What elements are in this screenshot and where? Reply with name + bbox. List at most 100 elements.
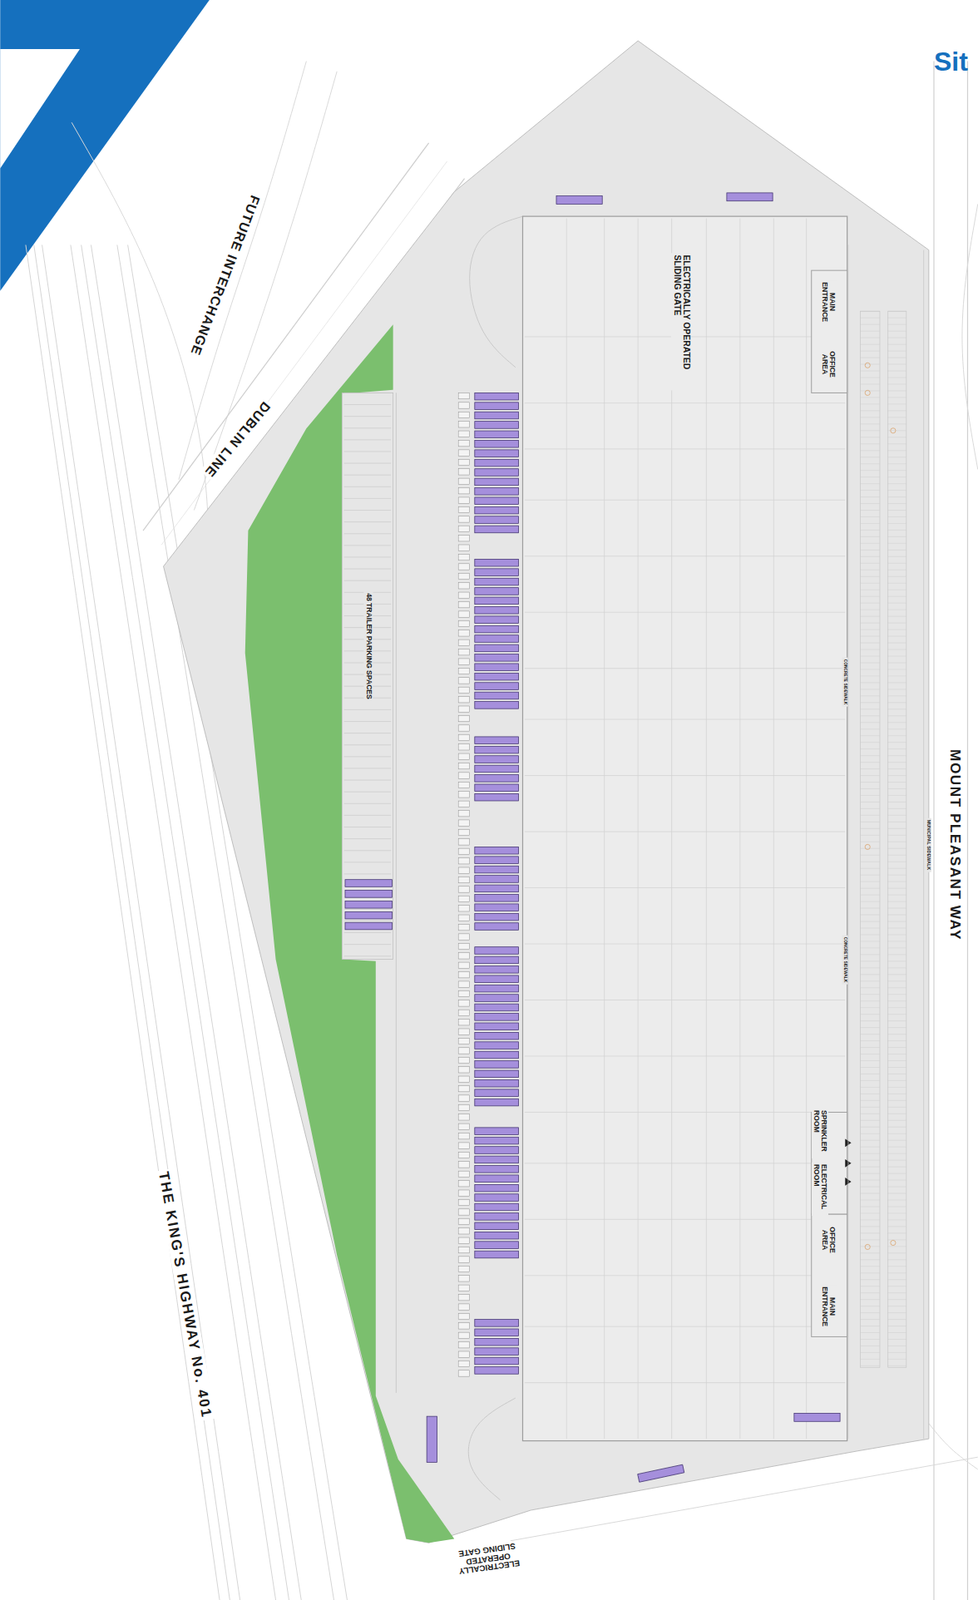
docked-trailer [474,568,519,577]
parking-stall-line [860,1160,880,1161]
dock-position [458,1304,470,1310]
column-line [739,218,741,1440]
parking-stall-line [860,681,880,683]
parking-stall-line [888,940,907,942]
lot-label: 48 TRAILER PARKING SPACES [364,591,374,702]
parking-stall-line [888,576,907,578]
parking-stall-line [888,390,907,391]
docked-trailer [474,875,519,884]
docked-trailer [474,923,519,931]
dock-position [458,1076,470,1082]
docked-trailer [474,846,519,855]
parking-stall-line [860,449,880,451]
parking-stall-line [860,695,880,697]
page-title: Sit [933,46,969,78]
parking-stall-line [888,1133,907,1135]
parking-stall-line [888,1193,907,1195]
parking-stall-line [860,1332,880,1334]
dock-position [458,867,470,874]
parking-stall-line [860,496,880,498]
dock-position [458,459,470,465]
parking-stall-line [860,927,880,929]
parking-stall-line [888,1332,907,1334]
parking-stall-line [860,529,880,531]
trailer-stall-line [344,920,391,922]
dock-position [458,1000,470,1007]
parking-stall-line [888,1305,907,1307]
parking-stall-line [860,761,880,763]
dock-position [458,953,470,959]
parking-stall-line [860,476,880,478]
column-line [524,1326,845,1328]
dock-position [458,516,470,523]
parking-stall-line [888,881,907,883]
trailer-stall-line [344,498,391,499]
parking-stall-line [888,701,907,703]
entrance-label: MAIN ENTRANCE [819,1285,837,1329]
moving-truck [726,192,773,202]
docked-trailer [474,984,519,993]
parking-stall-line [888,609,907,611]
parking-stall-line [860,1066,880,1068]
parking-stall-line [860,888,880,890]
docked-trailer [474,597,519,605]
trailer-stall-line [344,943,391,945]
docked-trailer [474,1348,519,1356]
parking-stall-line [860,337,880,339]
column-line [805,218,807,1440]
dock-position [458,753,470,760]
docked-trailer [474,516,519,524]
dock-position [458,810,470,817]
parking-stall-line [860,715,880,717]
room-label: OFFICE AREA [819,1224,837,1256]
trailer-stall-line [344,744,391,746]
parking-stall-line [888,1318,907,1320]
dock-position [458,449,470,456]
trailer-stall-line [344,721,391,722]
dock-position [458,1180,470,1187]
parking-stall-line [860,953,880,955]
docked-trailer [474,1127,519,1136]
parking-stall-line [860,1093,880,1095]
parking-stall-line [888,808,907,810]
trailer-lot [341,392,393,959]
parking-stall-line [888,993,907,995]
parking-stall-line [888,1325,907,1327]
parking-stall-line [888,489,907,491]
parking-stall-line [888,1160,907,1161]
light-pole [864,390,870,396]
docked-trailer [474,411,519,420]
docked-trailer [474,1155,519,1164]
docked-trailer [474,975,519,983]
parking-stall-line [888,1345,907,1347]
docked-trailer [474,1222,519,1230]
parking-stall-line [860,701,880,703]
parking-stall-line [888,908,907,909]
parking-stall-line [860,569,880,571]
light-pole [864,844,870,850]
parking-stall-line [860,1338,880,1340]
parking-stall-line [860,589,880,591]
parking-stall-line [888,681,907,683]
parking-stall-line [888,1200,907,1201]
dock-position [458,1114,470,1121]
paving-edge [395,392,397,1393]
parking-stall-line [860,596,880,598]
parking-stall-line [888,953,907,955]
parking-stall-line [860,781,880,783]
parking-stall-line [860,1352,880,1354]
dock-position [458,1142,470,1149]
parking-stall-line [888,821,907,823]
parking-stall-line [860,622,880,624]
parking-stall-line [888,1166,907,1168]
docked-trailer [474,392,519,401]
parking-stall-line [888,815,907,816]
docked-trailer [474,430,519,439]
median-curve [962,203,978,470]
parking-stall-line [860,543,880,544]
dock-position [458,1009,470,1016]
parking-stall-line [888,1053,907,1055]
parking-stall-line [888,788,907,790]
parking-stall-line [860,489,880,491]
